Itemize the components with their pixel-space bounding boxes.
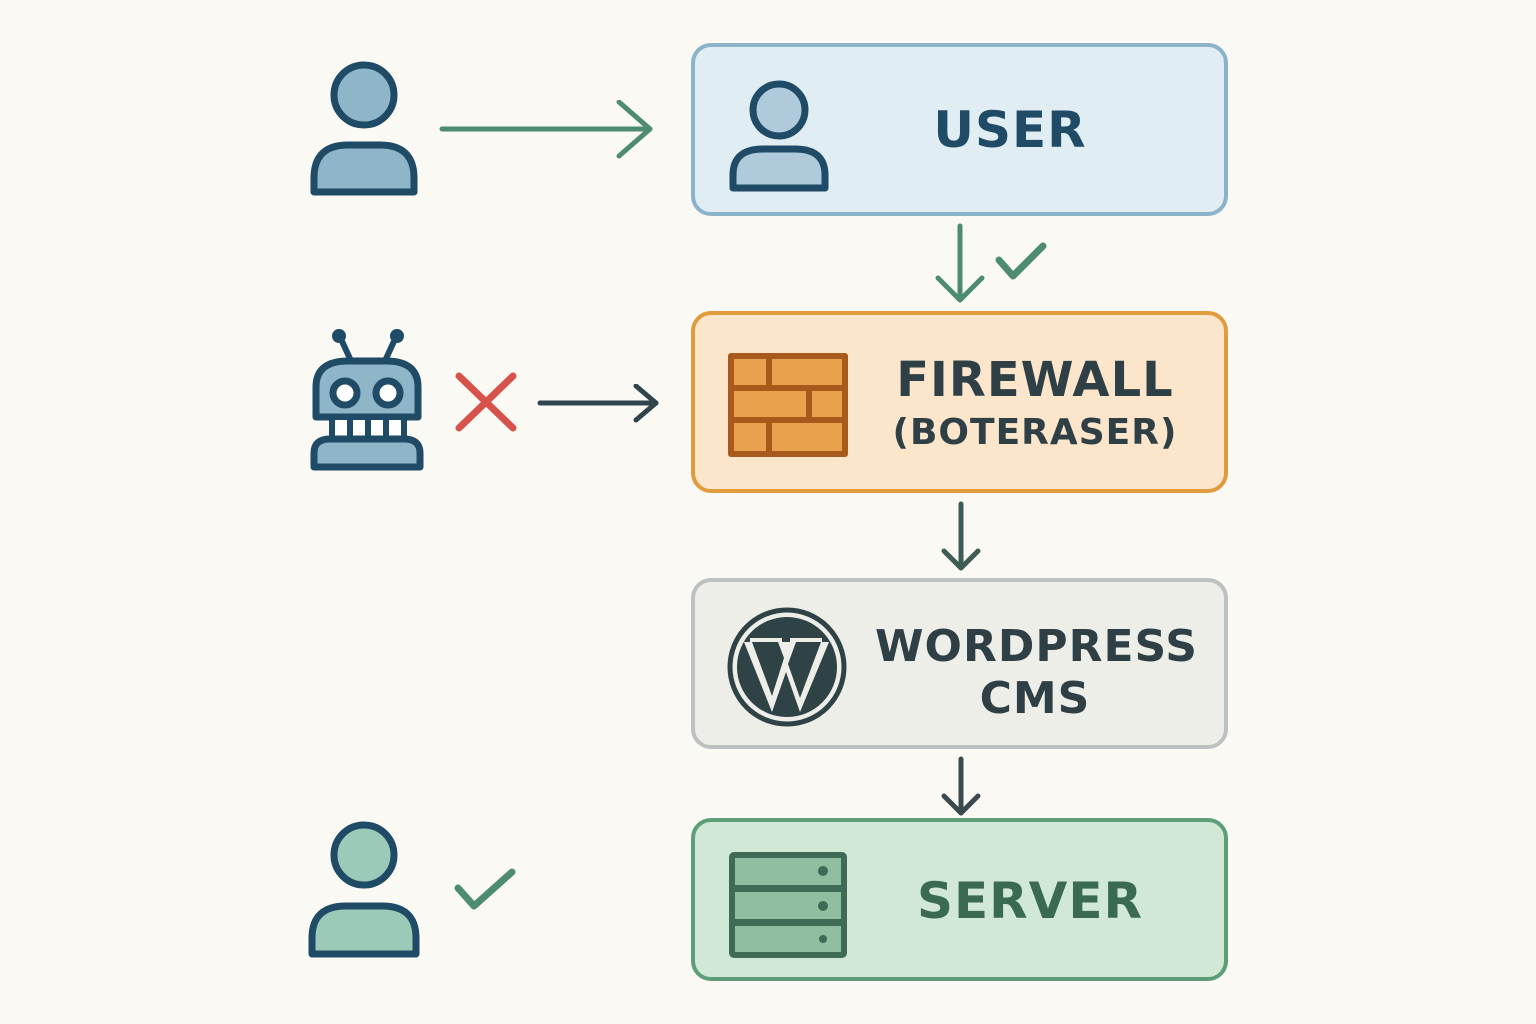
node-wordpress: WORDPRESS CMS [691,578,1228,749]
node-firewall-label-line1: FIREWALL [896,352,1174,408]
node-wordpress-label-line2: CMS [979,673,1091,724]
checkmark-icon [993,240,1051,290]
x-mark-icon [453,370,519,438]
edge-firewall-to-wordpress-arrow [938,500,984,578]
edge-bot-to-firewall-arrow [536,383,664,428]
node-user-label: USER [933,101,1087,159]
edge-visitor-to-user-arrow [436,99,658,164]
node-firewall-label-line2: (BOTERASER) [892,412,1178,453]
server-rack-icon [726,849,850,961]
node-server: SERVER [691,818,1228,981]
edge-wordpress-to-server-arrow [938,755,984,821]
human-visitor-icon [306,60,424,202]
edge-user-to-firewall-arrow [930,222,990,310]
wordpress-logo-icon [726,606,848,728]
node-firewall: FIREWALL (BOTERASER) [691,311,1228,493]
robot-icon [308,325,426,473]
brick-wall-icon [726,351,850,459]
node-wordpress-label-line1: WORDPRESS [875,621,1198,672]
node-user: USER [691,43,1228,216]
node-server-label: SERVER [916,872,1144,930]
checkmark-icon [452,866,520,922]
user-icon [727,80,831,194]
verified-user-icon [304,820,426,962]
